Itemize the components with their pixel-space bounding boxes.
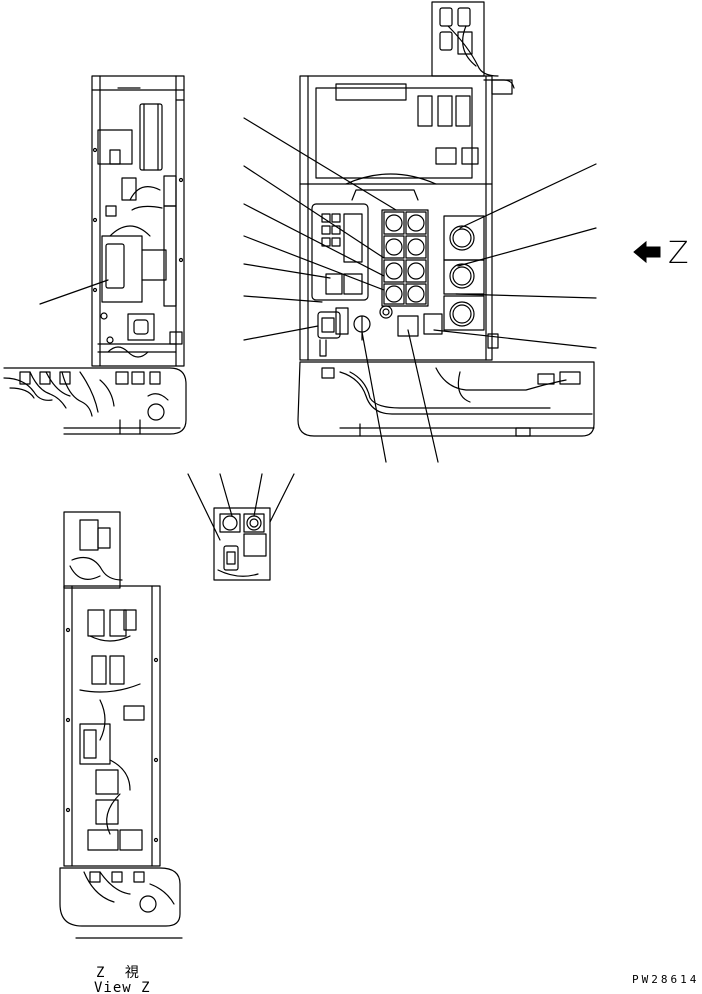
side-view-panel xyxy=(91,75,185,367)
large-gauges xyxy=(443,215,485,331)
switch-detail xyxy=(187,473,295,581)
view-z-panel xyxy=(59,511,183,939)
view-caption-en: View Z xyxy=(94,980,151,994)
top-junction-box xyxy=(431,1,515,95)
view-caption-cjk: Z 視 xyxy=(96,965,145,981)
drawing-number: PW28614 xyxy=(632,973,700,986)
view-arrow-icon xyxy=(633,240,661,264)
view-arrow-label: Z xyxy=(668,236,689,271)
switch-panel xyxy=(311,203,369,301)
side-view-base xyxy=(3,367,187,435)
front-view-panel xyxy=(299,75,493,361)
leader-lines xyxy=(39,117,597,463)
gauge-grid xyxy=(381,209,429,307)
front-view-base xyxy=(297,361,595,437)
lower-controls xyxy=(317,305,499,357)
